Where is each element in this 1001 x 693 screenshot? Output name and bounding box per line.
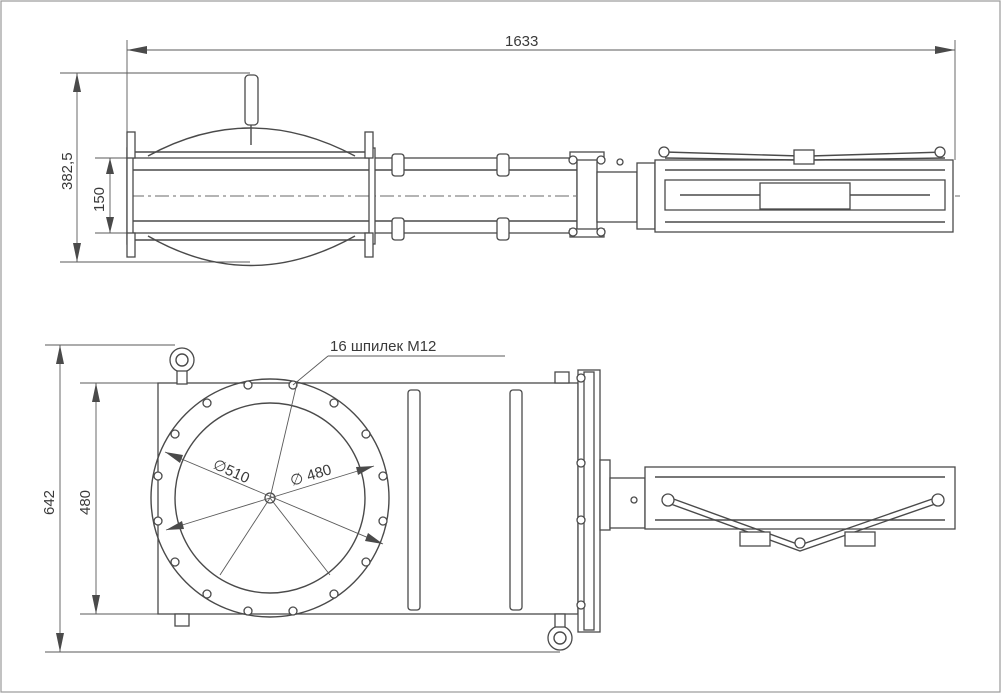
dim-1633: 1633: [505, 33, 538, 50]
flange-studs: [153, 380, 388, 616]
height-dimensions: 382,5 150: [59, 72, 250, 263]
body-height-dimension: 480: [77, 382, 158, 615]
front-view: 642 480: [41, 338, 956, 653]
dim-480: 480: [77, 490, 94, 515]
dim-150: 150: [91, 187, 108, 212]
overall-height-dimension: 642: [41, 344, 560, 653]
dim-382-5: 382,5: [59, 152, 76, 190]
top-view: 1633 382,5 150: [59, 33, 960, 267]
studs-note: 16 шпилек М12: [330, 338, 436, 355]
dim-642: 642: [41, 490, 58, 515]
